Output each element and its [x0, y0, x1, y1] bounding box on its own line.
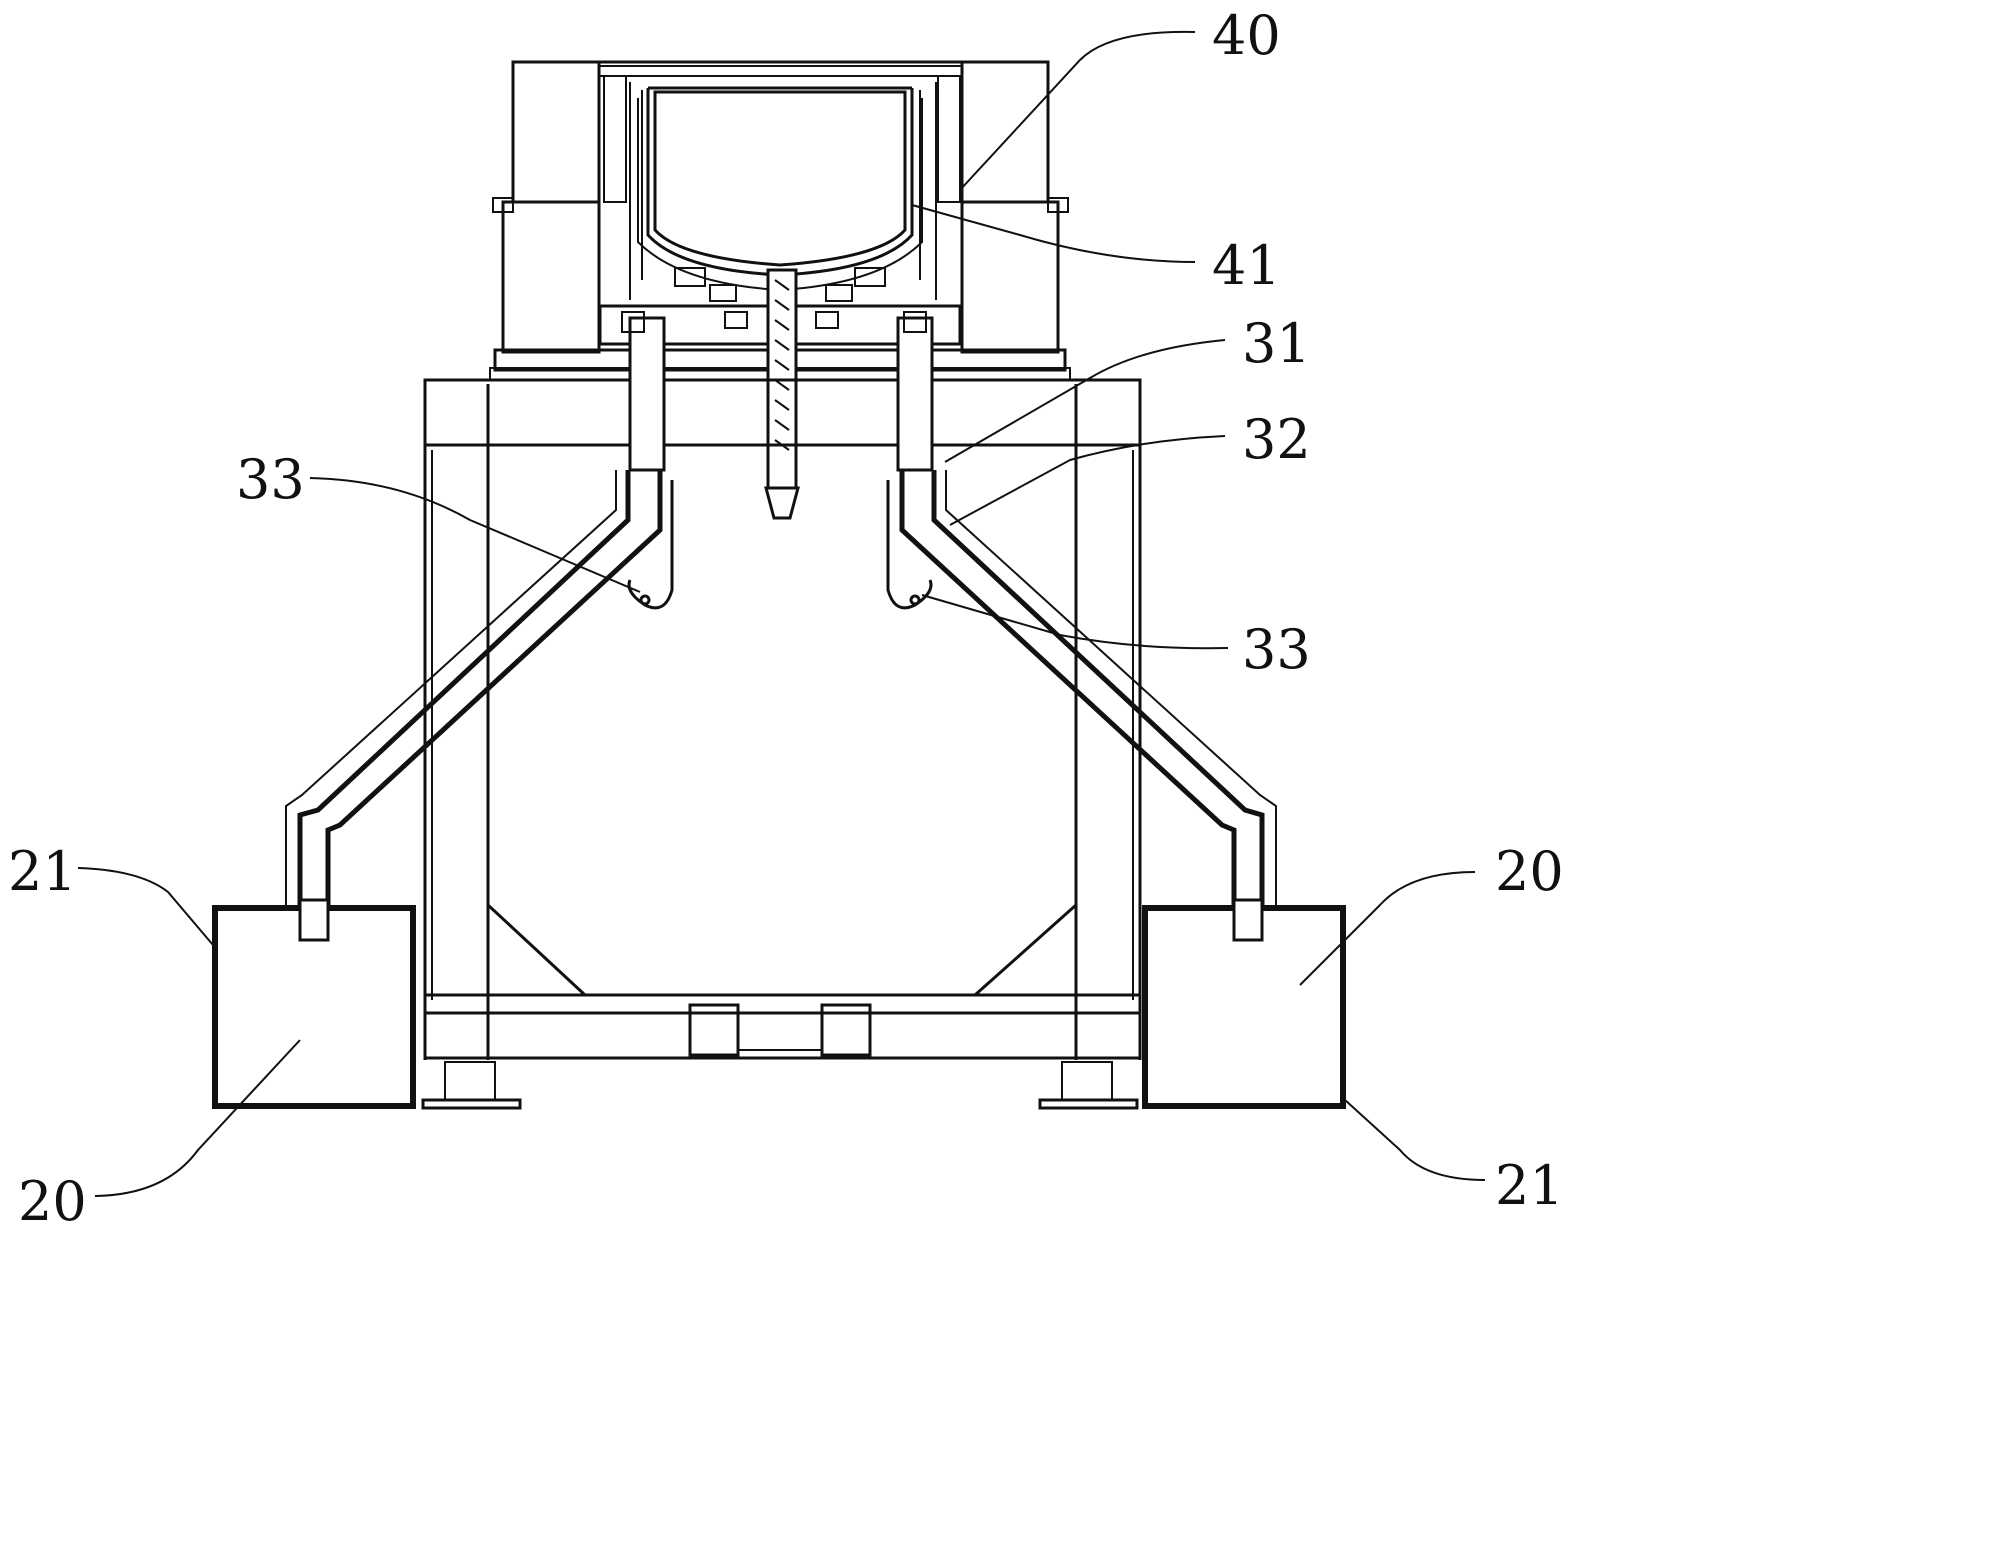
patent-drawing: 40 41 31 32 33 33 21 20 20 21 [0, 0, 1568, 1234]
label-41: 41 [1212, 234, 1281, 297]
label-21-right: 21 [1495, 1154, 1564, 1217]
label-32: 32 [1242, 408, 1311, 471]
leader-41 [912, 205, 1195, 262]
crucible [638, 88, 922, 290]
leader-40 [960, 32, 1195, 190]
leader-21-left [78, 868, 213, 945]
label-20-left: 20 [18, 1170, 87, 1233]
right-box [1145, 900, 1343, 1106]
left-pipe [286, 312, 672, 940]
label-20-right: 20 [1495, 840, 1564, 903]
leader-33-left [310, 478, 640, 592]
center-rod [766, 270, 798, 518]
label-31: 31 [1242, 312, 1311, 375]
right-pipe [888, 312, 1276, 940]
leader-32 [950, 436, 1225, 525]
label-33-left: 33 [236, 448, 305, 511]
left-box [215, 900, 413, 1106]
leader-21-right [1345, 1100, 1485, 1180]
label-33-right: 33 [1242, 618, 1311, 681]
label-40: 40 [1212, 4, 1281, 67]
label-21-left: 21 [8, 840, 77, 903]
